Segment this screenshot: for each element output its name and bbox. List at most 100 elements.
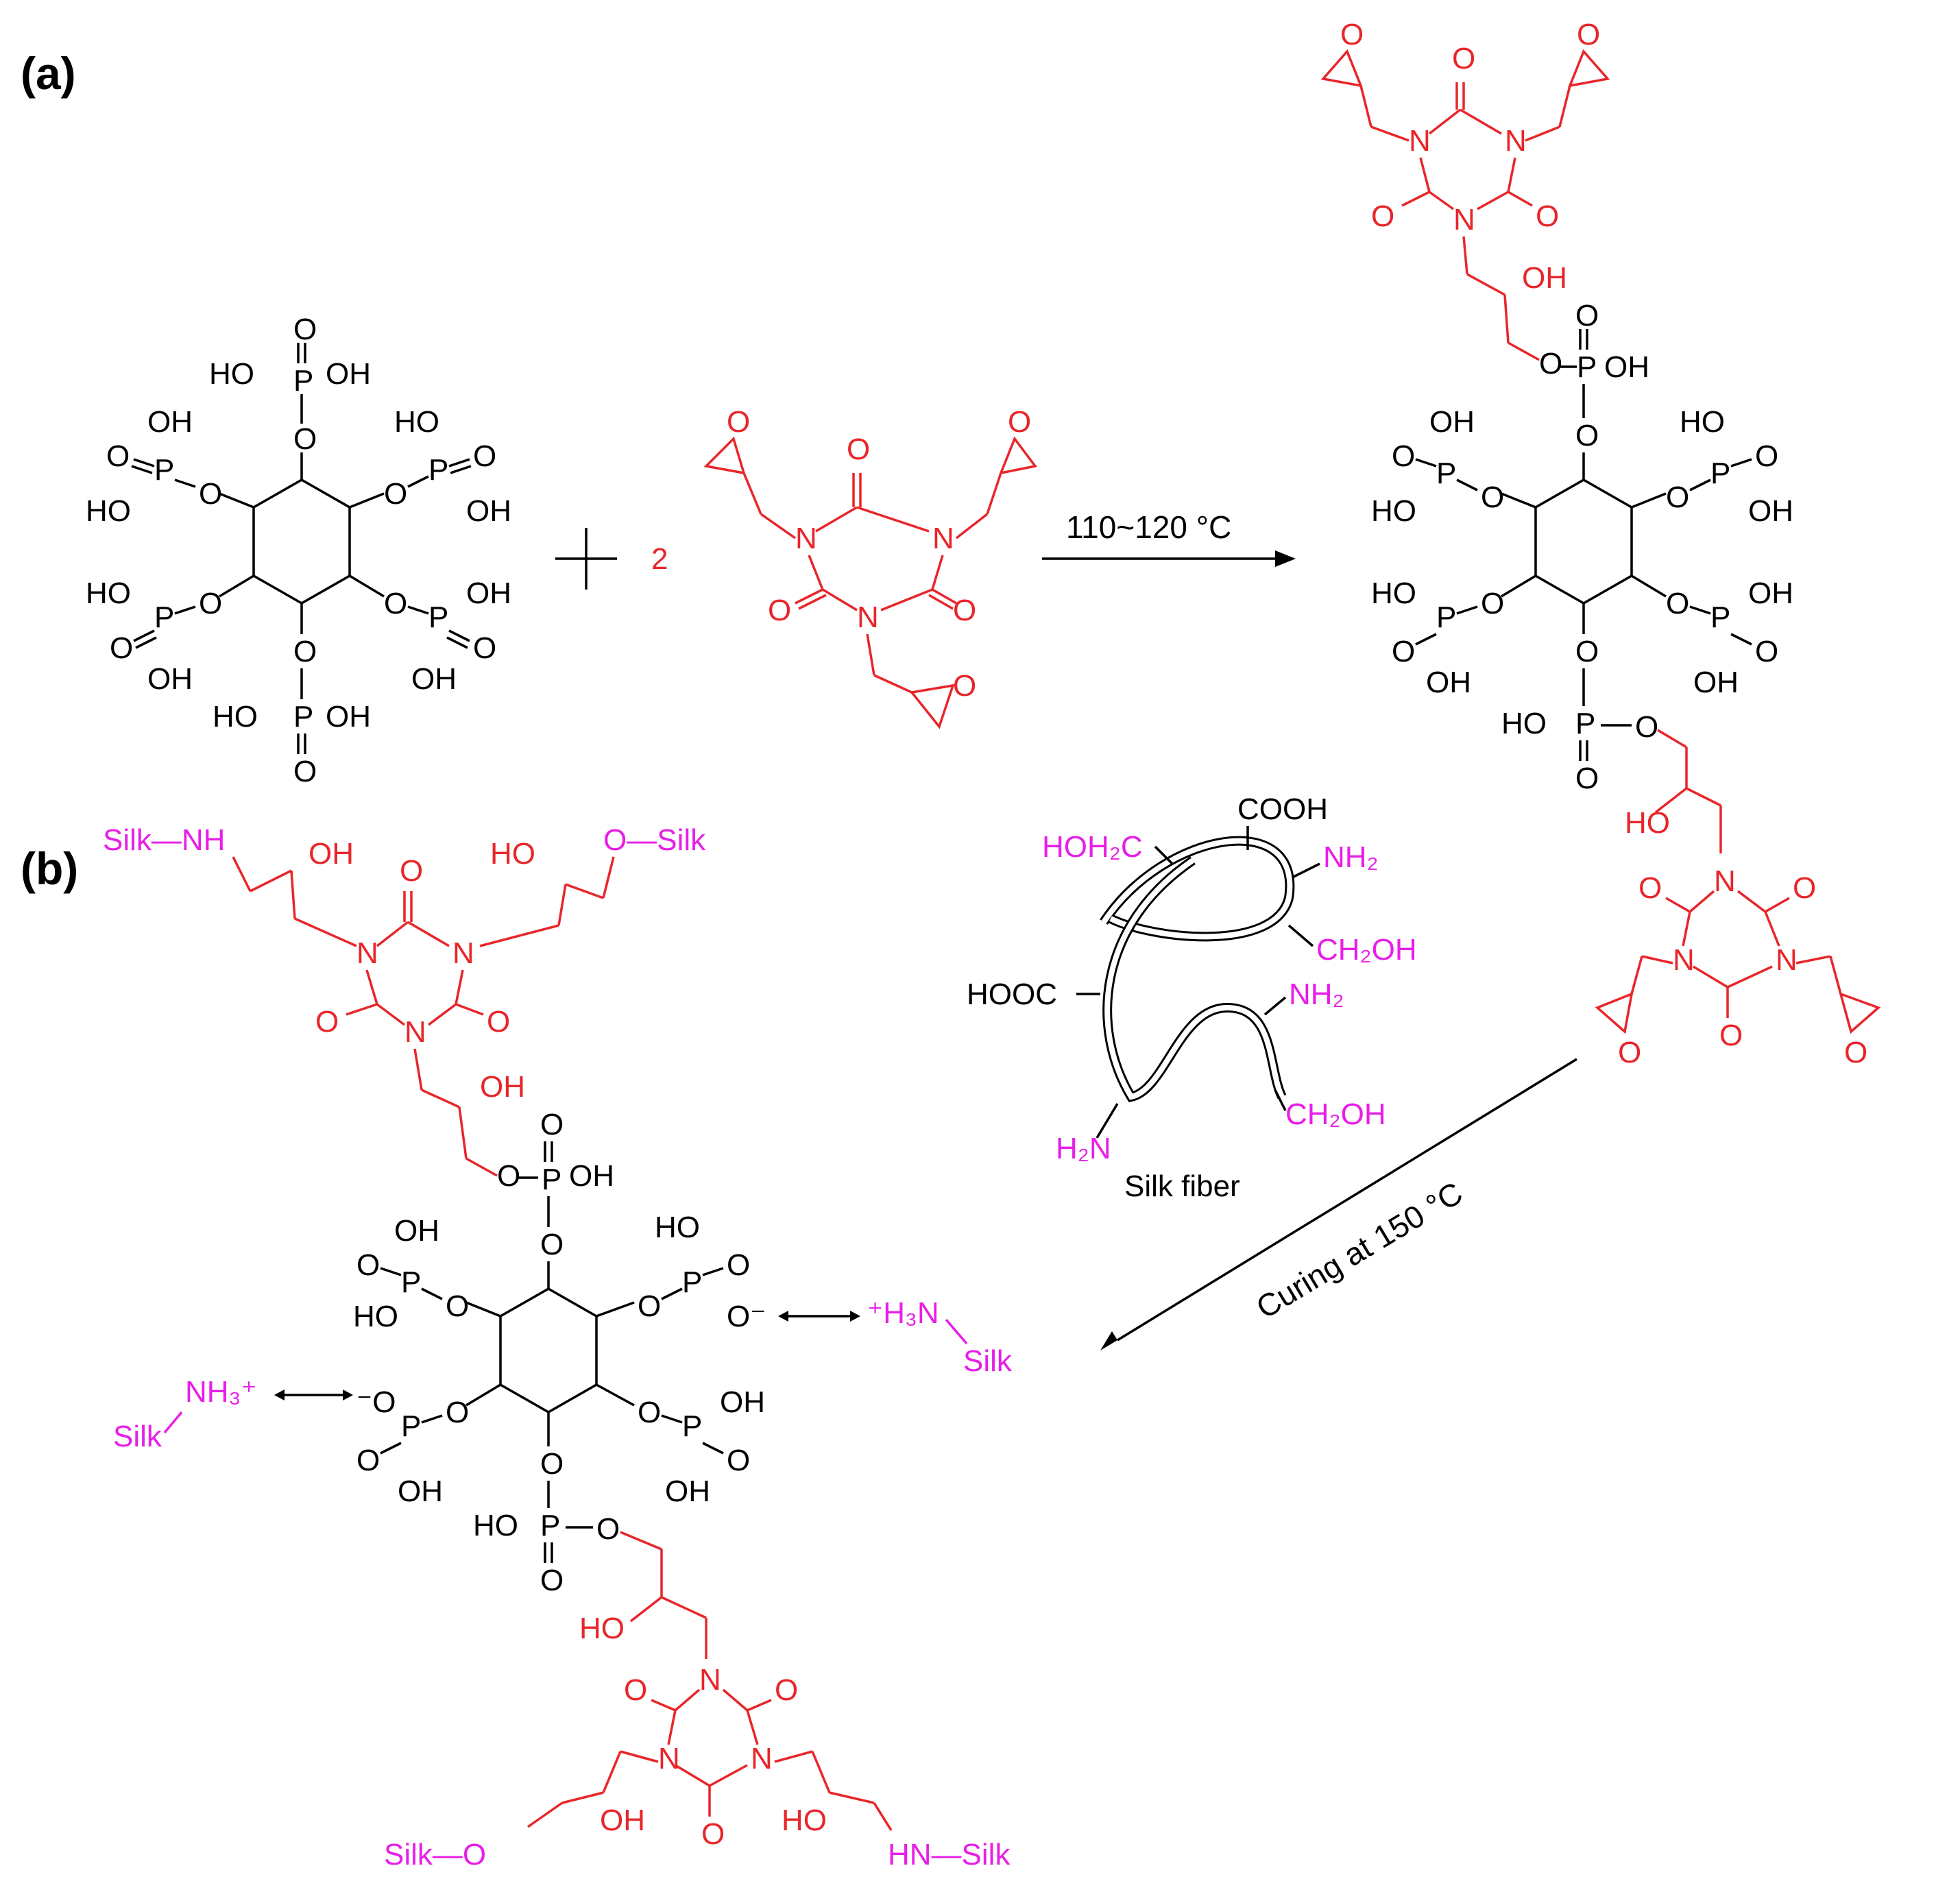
svg-text:CH₂OH: CH₂OH xyxy=(1316,933,1417,967)
svg-text:O: O xyxy=(315,1005,339,1039)
svg-text:N: N xyxy=(404,1015,426,1049)
svg-text:NH₂: NH₂ xyxy=(1289,978,1344,1011)
svg-text:P: P xyxy=(1436,601,1456,634)
svg-text:HO: HO xyxy=(394,405,439,439)
svg-text:OH: OH xyxy=(480,1070,525,1104)
svg-text:Silk—NH: Silk—NH xyxy=(103,823,225,857)
svg-text:OH: OH xyxy=(394,1214,439,1248)
svg-text:O: O xyxy=(384,477,407,511)
svg-text:COOH: COOH xyxy=(1237,792,1328,826)
svg-text:O: O xyxy=(1575,299,1599,332)
svg-text:O: O xyxy=(624,1673,647,1707)
svg-text:O: O xyxy=(1481,481,1504,514)
svg-text:P: P xyxy=(540,1509,560,1542)
svg-text:P: P xyxy=(154,601,174,634)
svg-text:O: O xyxy=(1371,199,1394,233)
svg-text:O: O xyxy=(473,631,496,665)
svg-text:O: O xyxy=(356,1444,380,1477)
svg-text:O: O xyxy=(540,1228,564,1261)
svg-text:O: O xyxy=(293,422,317,456)
svg-text:N: N xyxy=(1776,943,1798,977)
svg-text:O—Silk: O—Silk xyxy=(603,823,706,857)
svg-text:O: O xyxy=(540,1447,564,1481)
svg-text:O: O xyxy=(1392,635,1415,668)
svg-text:O: O xyxy=(596,1512,620,1546)
svg-text:O: O xyxy=(701,1817,725,1851)
svg-text:HO: HO xyxy=(1501,707,1547,740)
svg-text:HOOC: HOOC xyxy=(967,978,1057,1011)
svg-text:O: O xyxy=(446,1396,469,1429)
svg-text:O: O xyxy=(768,594,791,627)
svg-text:HO: HO xyxy=(490,837,535,871)
svg-text:O: O xyxy=(1008,405,1031,439)
svg-text:HO: HO xyxy=(209,357,254,391)
svg-text:O: O xyxy=(110,631,133,665)
svg-text:P: P xyxy=(154,453,174,487)
svg-text:OH: OH xyxy=(665,1475,710,1508)
svg-text:N: N xyxy=(1409,124,1431,158)
svg-text:O: O xyxy=(1793,871,1816,905)
svg-text:O: O xyxy=(199,477,222,511)
svg-text:N: N xyxy=(1673,943,1695,977)
svg-text:P: P xyxy=(542,1163,561,1196)
svg-text:O: O xyxy=(1638,871,1662,905)
svg-text:O: O xyxy=(1575,635,1599,668)
svg-text:N: N xyxy=(452,936,474,970)
svg-text:O: O xyxy=(446,1289,469,1323)
svg-text:N: N xyxy=(356,936,378,970)
svg-text:N: N xyxy=(932,522,954,555)
svg-text:P: P xyxy=(428,601,448,634)
svg-text:O: O xyxy=(1539,347,1562,380)
svg-text:O: O xyxy=(293,755,317,788)
svg-text:NH₃⁺: NH₃⁺ xyxy=(185,1375,257,1409)
svg-text:Silk: Silk xyxy=(113,1420,162,1453)
svg-text:N: N xyxy=(1453,203,1475,236)
svg-text:P: P xyxy=(1436,457,1456,490)
svg-text:O: O xyxy=(497,1159,520,1193)
svg-text:HO: HO xyxy=(1680,405,1725,439)
svg-text:OH: OH xyxy=(147,405,193,439)
svg-text:HO: HO xyxy=(1625,806,1670,840)
reaction-arrow-a: 110~120 °C xyxy=(1042,509,1296,567)
svg-text:O: O xyxy=(199,587,222,620)
svg-text:O: O xyxy=(1340,18,1364,51)
svg-text:OH: OH xyxy=(326,700,371,733)
svg-text:O: O xyxy=(1666,587,1689,620)
svg-text:Curing at 150 °C: Curing at 150 °C xyxy=(1250,1175,1468,1326)
svg-text:P: P xyxy=(682,1409,702,1443)
svg-text:O: O xyxy=(727,405,750,439)
svg-text:O: O xyxy=(1452,42,1475,75)
svg-text:P: P xyxy=(401,1409,421,1443)
svg-text:O: O xyxy=(1618,1036,1641,1069)
svg-text:P: P xyxy=(1710,601,1730,634)
svg-text:O: O xyxy=(356,1248,380,1282)
phytic-acid-a: O P HO OH O O P HO O OH O P OH O OH O P … xyxy=(86,313,511,788)
svg-text:O: O xyxy=(1481,587,1504,620)
svg-text:O: O xyxy=(1575,419,1599,452)
svg-text:O: O xyxy=(487,1005,510,1039)
svg-text:OH: OH xyxy=(600,1804,645,1837)
svg-text:N: N xyxy=(751,1742,773,1775)
svg-text:110~120 °C: 110~120 °C xyxy=(1066,509,1231,545)
svg-text:O: O xyxy=(1666,481,1689,514)
svg-text:HO: HO xyxy=(86,577,131,610)
svg-text:P: P xyxy=(1577,350,1597,384)
svg-text:OH: OH xyxy=(1522,261,1567,295)
svg-text:HO: HO xyxy=(353,1300,398,1333)
svg-text:O: O xyxy=(473,439,496,473)
svg-text:O: O xyxy=(953,669,976,703)
svg-text:NH₂: NH₂ xyxy=(1323,840,1379,874)
svg-text:OH: OH xyxy=(1693,666,1739,699)
svg-text:N: N xyxy=(658,1742,680,1775)
svg-text:Silk—O: Silk—O xyxy=(384,1838,486,1871)
svg-text:Silk: Silk xyxy=(963,1344,1013,1378)
svg-text:HO: HO xyxy=(1371,577,1416,610)
panel-label-b: (b) xyxy=(21,843,78,894)
svg-text:O: O xyxy=(293,635,317,668)
svg-text:O: O xyxy=(293,313,317,346)
panel-label-a: (a) xyxy=(21,48,76,99)
svg-text:OH: OH xyxy=(1748,577,1793,610)
svg-text:HO: HO xyxy=(213,700,258,733)
svg-text:O: O xyxy=(1575,762,1599,795)
